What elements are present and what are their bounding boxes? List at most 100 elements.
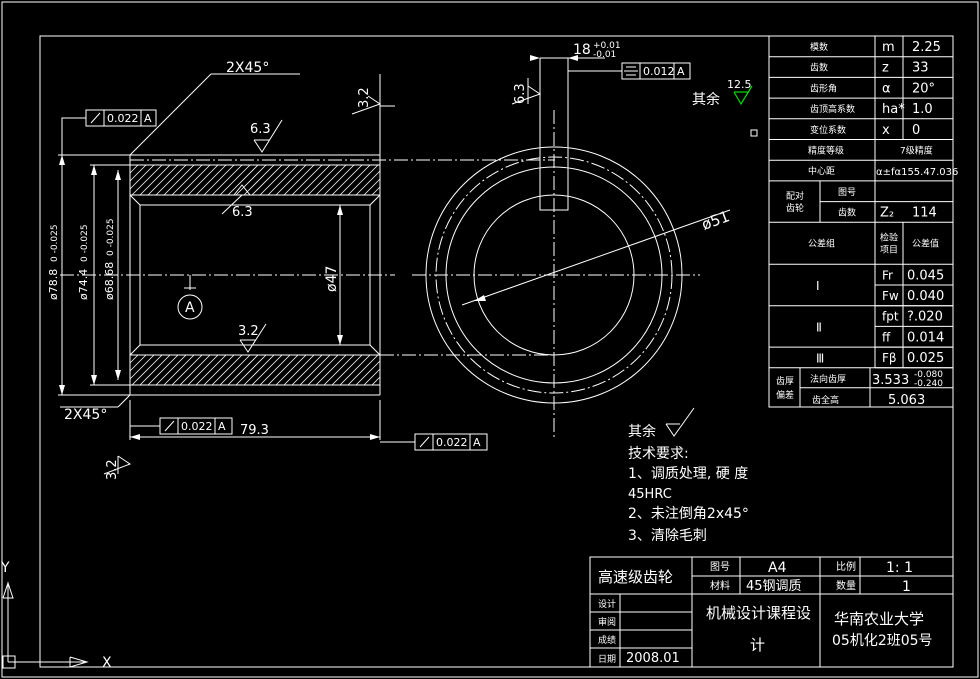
svg-text:A: A [473,436,481,449]
course-title-2: 计 [750,636,765,654]
qty-value: 1 [902,579,911,595]
param-val-2: 20° [912,81,935,96]
svg-text:材料: 材料 [710,579,730,592]
svg-text:6.3: 6.3 [513,83,528,104]
roughness-top-inner: 6.3 [221,184,253,220]
group-name-2: Ⅲ [816,351,824,365]
chord-value: 5.063 [888,393,925,408]
thick-label: 齿厚 [776,376,794,387]
pair-label-2: 齿轮 [786,202,804,214]
roughness-right-face: 3.2 [351,87,382,115]
param-label-3: 齿顶高系数 [810,103,855,115]
dim-mid-tol: 0 -0.025 [80,224,90,262]
ucs-y-label: Y [0,560,10,576]
tol-label: 公差值 [912,237,939,249]
param-label-2: 齿形角 [810,82,837,94]
group-1-val-0: ?.020 [907,310,943,325]
dim-root-dia: ø68.68 [103,262,116,300]
svg-text:A: A [144,112,152,125]
svg-text:日期: 日期 [598,654,616,665]
svg-text:A: A [677,65,685,78]
dim-mid-dia: ø74.4 [77,269,90,300]
svg-text:比例: 比例 [836,560,856,573]
span-tol-dn: -0.240 [914,379,943,389]
svg-text:6.3: 6.3 [232,205,253,220]
runout-frame-bottom: 0.022 A [130,417,233,435]
svg-text:技术要求:: 技术要求: [628,446,689,462]
date-value: 2008.01 [626,651,680,666]
group-label: 公差组 [808,237,835,249]
dim-root-tol: 0 -0.025 [106,218,116,256]
group-1-val-1: 0.014 [907,330,944,345]
svg-text:0.022: 0.022 [181,420,213,433]
pair-sym: Z₂ [880,206,894,221]
dim-outer-dia: ø78.8 [47,269,60,300]
param-val-4: 0 [912,123,920,138]
svg-text:0.012: 0.012 [643,65,675,78]
pair-label: 配对 [786,190,804,202]
keyway-width: 18 [573,42,591,58]
svg-text:审阅: 审阅 [598,616,616,628]
check-label: 检验 [880,231,898,243]
dim-length: 79.3 [240,423,269,438]
svg-text:成绩: 成绩 [598,634,616,646]
datum-a-symbol: A [177,275,203,320]
runout-frame-right: 0.022 A [380,433,488,451]
chord-label: 齿全高 [812,394,839,406]
svg-text:3.2: 3.2 [238,324,259,339]
technical-notes: 其余 技术要求: 1、调质处理, 硬 度 45HRC 2、未注倒角2x45° 3… [628,407,749,544]
precision-label: 精度等级 [808,145,844,157]
svg-text:数量: 数量 [836,579,856,592]
span-value: 3.533 [872,373,909,388]
snap-marker [750,129,758,137]
center-value: α±fα155.47.036 [876,167,958,178]
param-val-3: 1.0 [912,102,933,117]
roughness-bottom-inner: 3.2 [238,323,267,353]
svg-text:设计: 设计 [598,598,616,610]
class-id: 05机化2班05号 [832,633,933,649]
group-2-sym-0: Fβ [882,351,897,365]
ucs-icon: Y X [0,560,112,671]
param-label-0: 模数 [810,41,828,53]
group-0-val-1: 0.040 [907,289,944,304]
param-label-4: 变位系数 [810,124,846,136]
svg-text:0.022: 0.022 [107,112,139,125]
keyway-tol-up: +0.01 [593,41,621,51]
pair-val: 114 [912,206,937,221]
pair-sub-2: 齿数 [838,207,856,219]
hatch-top [129,164,381,196]
roughness-left-face: 3.2 [103,455,132,480]
svg-text:0.022: 0.022 [436,436,468,449]
group-name-0: Ⅰ [816,279,820,293]
group-2-val-0: 0.025 [907,351,944,366]
course-title: 机械设计课程设 [706,604,811,622]
group-0-sym-1: Fw [882,289,899,303]
dim-circle-dia: ø51 [699,207,732,234]
chamfer-bottom-label: 2X45° [64,407,107,423]
title-block: 高速级齿轮 图号 A4 比例 1: 1 材料 45钢调质 数量 1 设计 审阅 … [589,556,954,668]
svg-text:3.2: 3.2 [105,459,120,480]
svg-text:其余: 其余 [628,423,656,440]
symmetry-frame: 0.012 A [568,62,691,80]
hatch-bottom [129,354,381,386]
param-sym-4: x [882,123,890,138]
scale-value: 1: 1 [886,560,913,576]
dim-bore-dia: ø47 [324,266,340,292]
param-val-0: 2.25 [912,40,941,55]
svg-text:45HRC: 45HRC [628,487,672,502]
span-label: 法向齿厚 [810,373,846,385]
rest-roughness-label: 其余 [692,91,720,108]
group-name-1: Ⅱ [816,320,822,334]
param-sym-3: ha* [882,102,905,117]
check-label-2: 项目 [880,244,898,255]
rest-roughness-symbol [733,85,753,106]
span-tol-up: -0.080 [914,370,943,380]
svg-text:6.3: 6.3 [250,122,271,137]
precision-value: 7级精度 [900,145,933,157]
svg-text:图号: 图号 [710,561,730,573]
svg-text:3.2: 3.2 [357,87,372,108]
group-0-sym-0: Fr [882,268,893,282]
